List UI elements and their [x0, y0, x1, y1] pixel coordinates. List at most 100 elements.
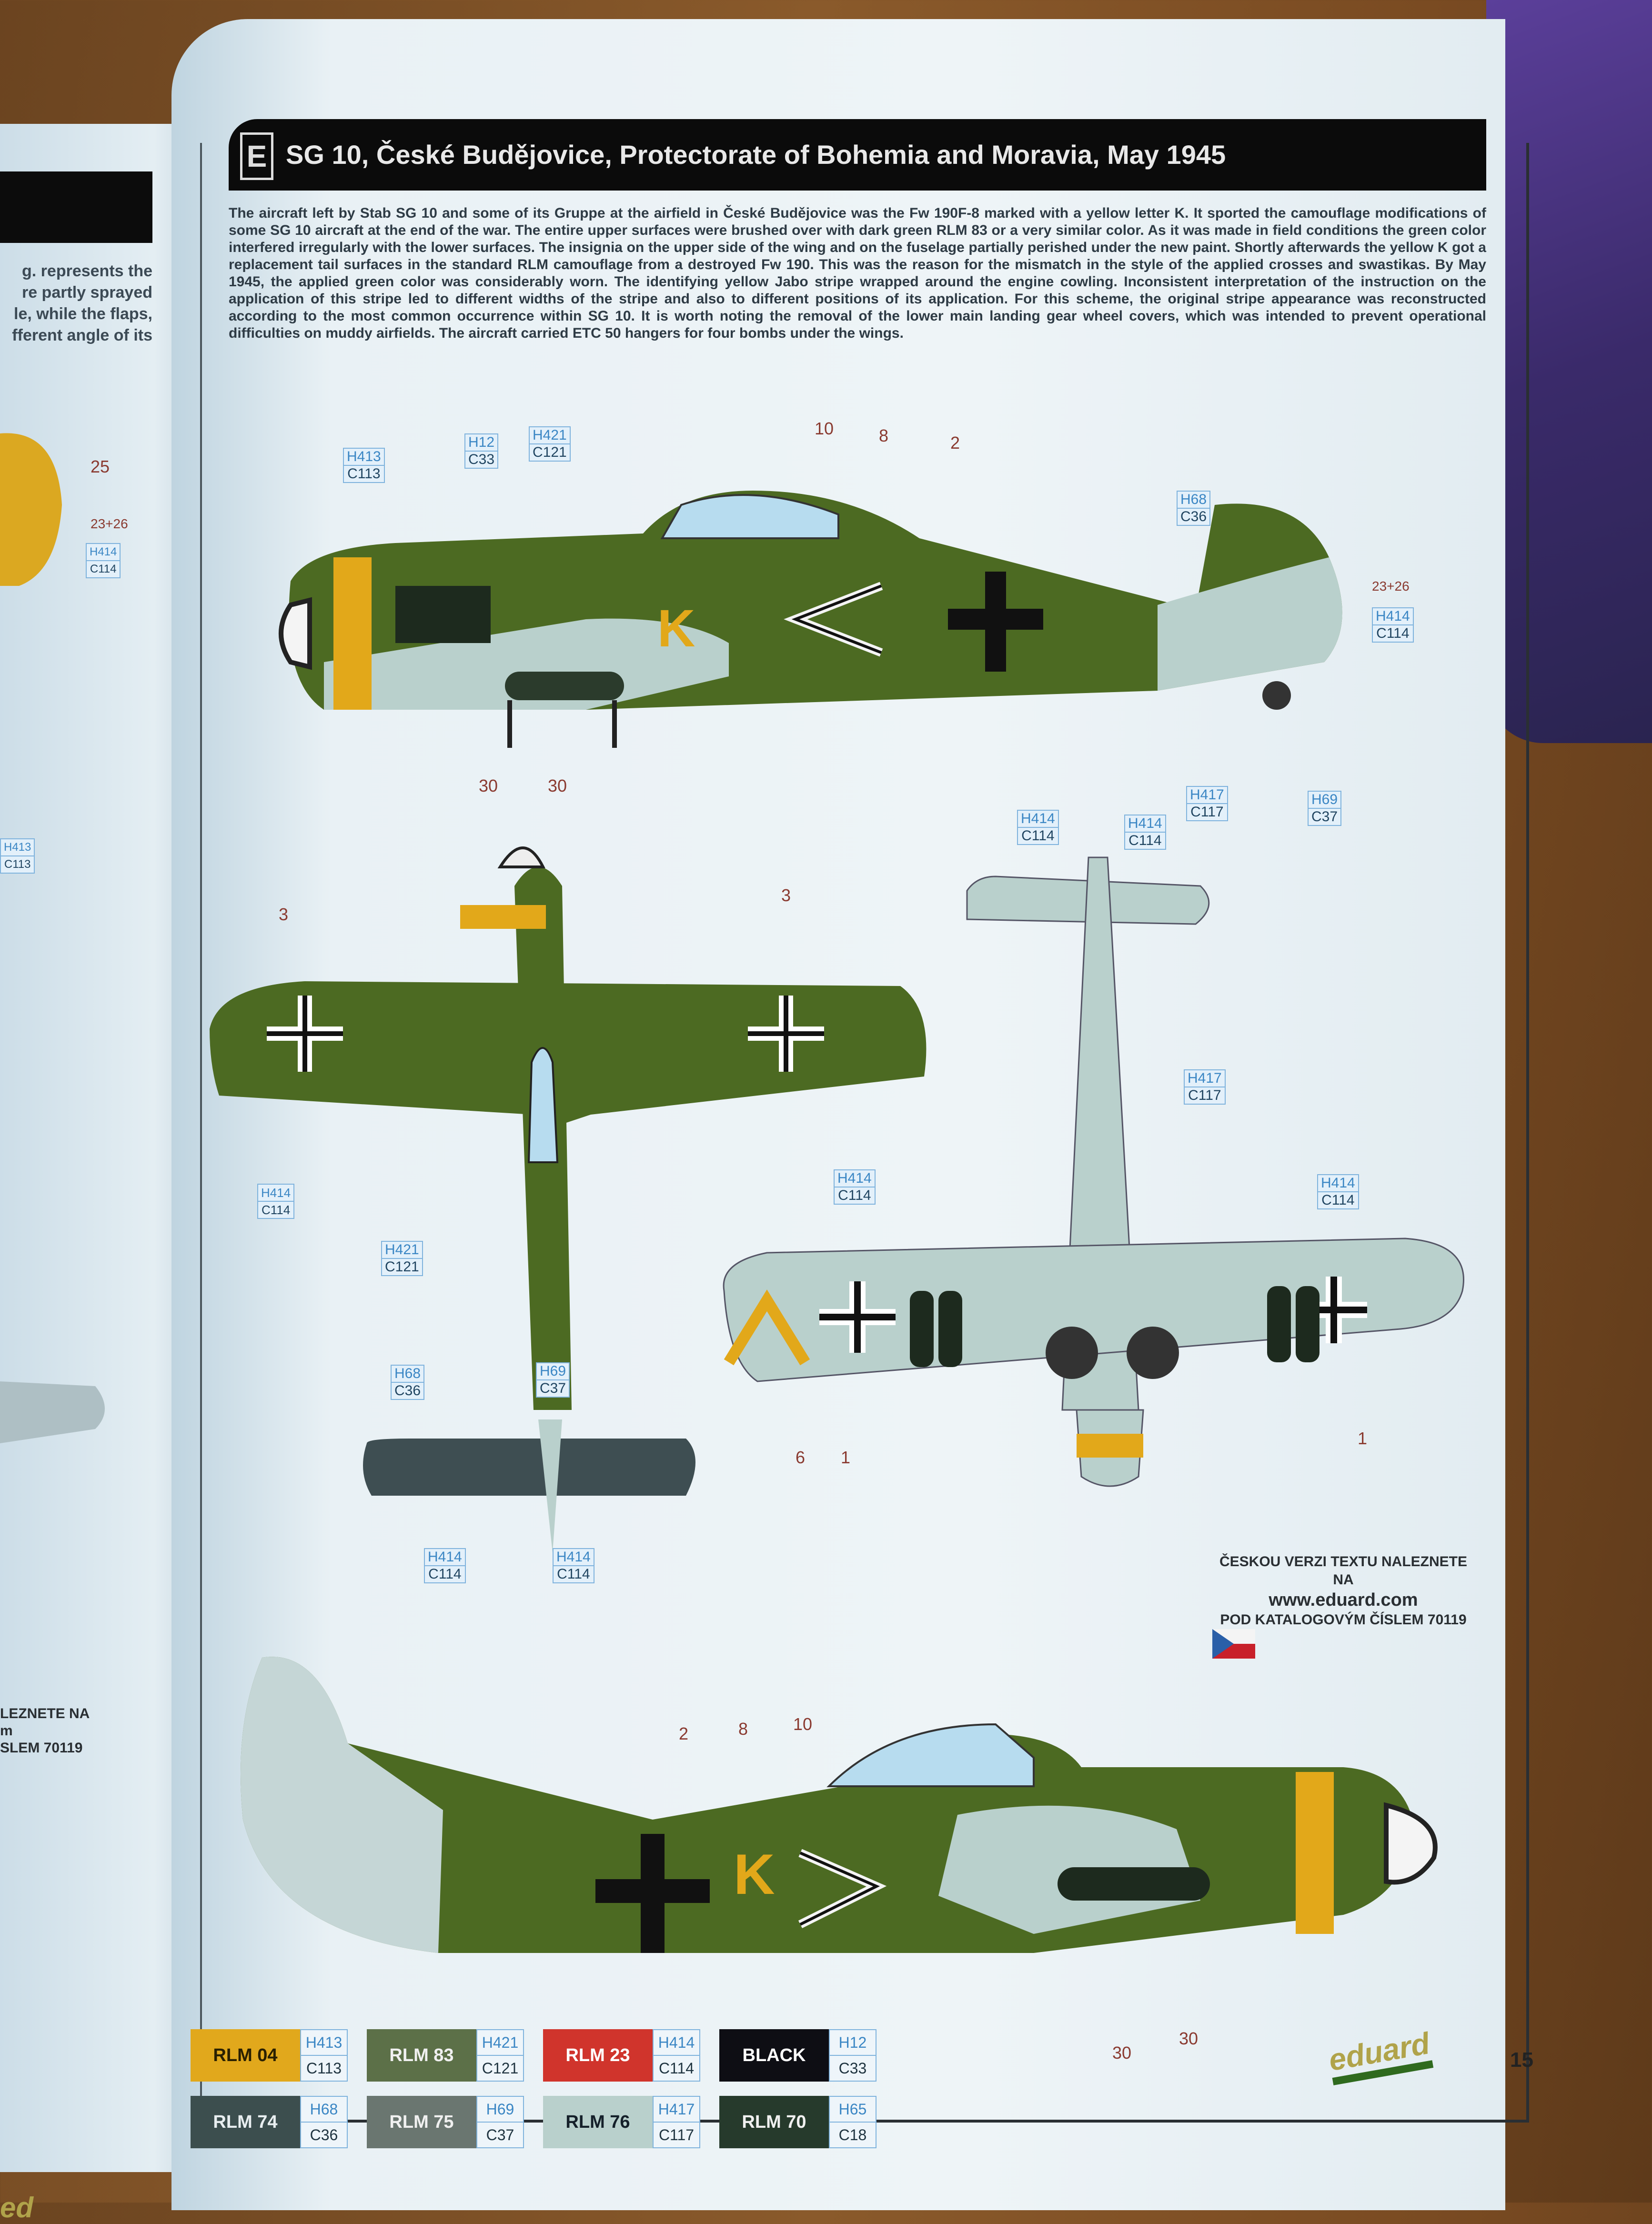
exhaust-panel [395, 586, 491, 643]
left-header-band [0, 171, 152, 243]
yellow-chevron [724, 1289, 810, 1366]
code-letter-k: K [734, 1842, 775, 1906]
side-view-right-profile [241, 1657, 1438, 1953]
balkenkreuz [595, 1834, 710, 1953]
balkenkreuz-right [748, 996, 824, 1072]
callout-number: 30 [548, 776, 567, 795]
callout-number: 25 [91, 457, 110, 476]
left-wing-drawing [0, 1381, 105, 1443]
rudder-tip [538, 1419, 562, 1553]
bomb [505, 672, 624, 700]
tail-grey [1158, 557, 1342, 691]
balkenkreuz-left [267, 996, 343, 1072]
scheme-title: SG 10, České Budějovice, Protectorate of… [286, 140, 1226, 170]
left-text-line: le, while the flaps, [14, 305, 152, 323]
callout-number: 23+26 [91, 516, 128, 531]
wing-lower [723, 1238, 1464, 1382]
spinner [279, 597, 312, 670]
main-wheel [1046, 1327, 1098, 1379]
callout-number: 3 [781, 886, 791, 905]
bomb [1296, 1286, 1320, 1362]
scheme-description: The aircraft left by Stab SG 10 and some… [229, 205, 1486, 341]
callout-number: 1 [1358, 1429, 1368, 1448]
left-text-line: fferent angle of its [12, 326, 152, 344]
left-text-line: g. represents the [22, 262, 152, 280]
callout-number: 2 [679, 1724, 689, 1743]
callout-number: 8 [879, 426, 889, 445]
bomb [1058, 1867, 1210, 1901]
callout-number: 6 [796, 1448, 806, 1467]
tail-grey [241, 1657, 443, 1953]
callout-number: 8 [738, 1719, 748, 1739]
spinner [497, 846, 545, 868]
canopy [660, 494, 839, 539]
bomb [910, 1291, 934, 1367]
side-view-left-profile [279, 491, 1342, 748]
chevron-marking [791, 584, 882, 654]
canopy [527, 1047, 559, 1163]
left-czech-note: LEZNETE NA m SLEM 70119 [0, 1706, 90, 1756]
bomb [938, 1291, 962, 1367]
callout-number: 10 [793, 1714, 813, 1734]
callout-number: 30 [1179, 2029, 1199, 2048]
lower-surface [324, 618, 729, 710]
chevron-marking [799, 1852, 880, 1926]
spinner [1384, 1802, 1438, 1885]
scheme-letter: E [240, 132, 273, 180]
yellow-band [333, 557, 372, 710]
eduard-url[interactable]: www.eduard.com [1269, 1590, 1418, 1610]
bottom-view [723, 856, 1464, 1487]
balkenkreuz-left [819, 1281, 896, 1353]
callout-number: 2 [950, 433, 960, 453]
czech-version-note: ČESKOU VERZI TEXTU NALEZNETE NA www.edua… [1210, 1553, 1477, 1629]
bomb [1267, 1286, 1291, 1362]
tailplane [363, 1439, 695, 1496]
callout-number: 3 [279, 905, 289, 924]
page-number: 15 [1510, 2048, 1533, 2072]
purple-mat [1486, 0, 1652, 743]
yellow-band [1296, 1772, 1334, 1934]
left-text-line: re partly sprayed [21, 283, 152, 302]
callout-number: 30 [1112, 2043, 1132, 2063]
czech-flag-icon [1212, 1629, 1255, 1659]
code-letter-k: K [657, 599, 695, 658]
left-tail-drawing [0, 433, 62, 586]
callout-number: 30 [479, 776, 498, 795]
yellow-band [1077, 1434, 1143, 1458]
main-wheel [1127, 1327, 1179, 1379]
wing-upper [210, 981, 927, 1124]
balkenkreuz [948, 572, 1043, 672]
callout-number: 23+26 [1372, 579, 1410, 594]
yellow-band [460, 905, 546, 929]
canopy [826, 1723, 1035, 1787]
top-view [210, 846, 927, 1553]
callout-number: 1 [841, 1448, 851, 1467]
tail-wheel [1262, 681, 1291, 710]
